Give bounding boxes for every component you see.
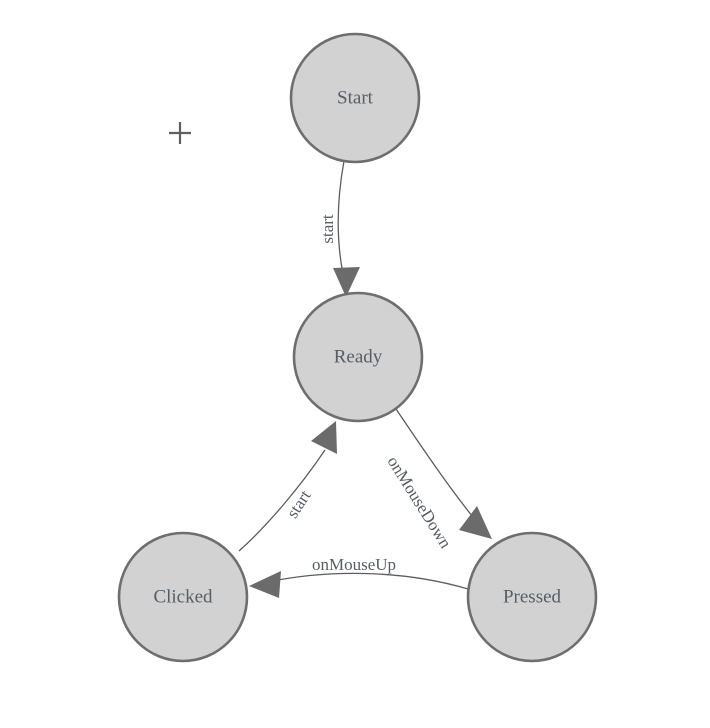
crosshair-icon	[169, 122, 191, 144]
edge-ready-to-pressed[interactable]	[393, 405, 492, 539]
node-label-start: Start	[337, 87, 374, 108]
node-circle-start	[289, 32, 421, 164]
edge-path-pressed-to-clicked	[267, 572, 469, 590]
edge-start-to-ready[interactable]	[333, 160, 360, 297]
edge-label-ready-to-pressed: onMouseDown	[384, 453, 456, 552]
arrowhead-clicked-right	[249, 571, 281, 598]
node-label-pressed: Pressed	[503, 586, 562, 607]
node-pressed[interactable]: Pressed	[466, 531, 598, 663]
arrowhead-pressed-upperleft	[459, 506, 492, 539]
arrowhead-ready-top	[333, 267, 360, 297]
node-clicked[interactable]: Clicked	[117, 531, 249, 663]
edge-clicked-to-ready[interactable]	[238, 421, 337, 552]
edge-path-start-to-ready	[337, 160, 346, 284]
edge-pressed-to-clicked[interactable]	[249, 571, 469, 598]
edge-label-start-to-ready: start	[318, 214, 337, 244]
edge-label-pressed-to-clicked: onMouseUp	[312, 555, 396, 574]
arrowhead-ready-lowerleft	[311, 421, 337, 454]
node-ready[interactable]: Ready	[292, 291, 424, 423]
node-circle-clicked	[117, 531, 249, 663]
node-label-ready: Ready	[334, 346, 383, 367]
node-label-clicked: Clicked	[153, 586, 213, 607]
node-circle-ready	[292, 291, 424, 423]
node-start[interactable]: Start	[289, 32, 421, 164]
node-circle-pressed	[466, 531, 598, 663]
edge-label-clicked-to-ready: start	[283, 486, 315, 521]
edge-path-clicked-to-ready	[238, 449, 326, 552]
